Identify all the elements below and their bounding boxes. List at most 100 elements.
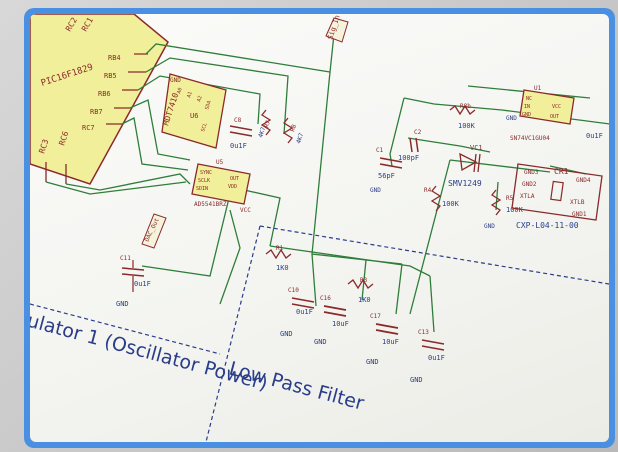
svg-text:4K7: 4K7: [295, 132, 305, 145]
svg-text:GND: GND: [170, 77, 181, 84]
cap-u1-bypass-value: 0u1F: [586, 132, 603, 140]
pic-pin-rb5: RB5: [104, 72, 117, 80]
svg-text:C1: C1: [376, 147, 384, 154]
svg-text:R5: R5: [506, 195, 514, 202]
cap-c16: C16 10uF GND: [314, 295, 349, 346]
svg-text:C11: C11: [120, 255, 131, 262]
svg-text:10uF: 10uF: [332, 320, 349, 328]
schematic-drawing: PIC16F1829 RC1 RC2 RB4 RB5 RB6 RB7 RC7 R…: [30, 14, 609, 442]
resistor-r1: R1 1K0: [265, 245, 292, 272]
svg-text:VC1: VC1: [470, 144, 483, 152]
net-label-dac-out: DAC_Out: [141, 213, 167, 249]
svg-text:R3: R3: [360, 277, 368, 284]
pic-pin-rb6: RB6: [98, 90, 111, 98]
u5-part: AD5541BRZ: [194, 201, 227, 208]
cap-c11: C11 0u1F GND: [116, 255, 151, 308]
svg-text:10uF: 10uF: [382, 338, 399, 346]
crystal-cr1: CR1 GND3 GND2 XTLA XTLB GND1 GND4 CXP-L0…: [511, 163, 603, 230]
svg-text:0u1F: 0u1F: [428, 354, 445, 362]
ic-u5: U5 SYNC SCLK SDIN OUT VDD VCC AD5541BRZ: [191, 159, 251, 214]
svg-text:0u1F: 0u1F: [230, 142, 247, 150]
svg-text:SYNC: SYNC: [200, 170, 212, 176]
svg-text:XTLA: XTLA: [520, 193, 535, 200]
svg-text:GND: GND: [484, 223, 495, 230]
net-label-sig-in: Sig_In: [325, 14, 349, 43]
svg-text:SDIN: SDIN: [196, 186, 208, 192]
wire-network: [45, 33, 609, 333]
pic-pin-rc6: RC6: [57, 130, 70, 147]
pic-pin-rc3: RC3: [37, 138, 50, 155]
varactor-vc1: VC1 SMV1249: [448, 144, 483, 188]
resistor-r5: R5 100K GND: [484, 189, 524, 230]
low-pass-filter-frame: [205, 225, 609, 442]
svg-text:NC: NC: [526, 96, 532, 102]
svg-text:GND: GND: [370, 187, 381, 194]
svg-text:100K: 100K: [458, 122, 476, 130]
cap-c13: C13 0u1F GND: [410, 329, 445, 384]
svg-text:GND2: GND2: [522, 181, 537, 188]
cap-c10: C10 0u1F GND: [280, 287, 315, 338]
svg-text:SDA: SDA: [204, 100, 212, 110]
pic-microcontroller: PIC16F1829 RC1 RC2 RB4 RB5 RB6 RB7 RC7 R…: [30, 14, 169, 185]
svg-text:0u1F: 0u1F: [134, 280, 151, 288]
svg-text:R8: R8: [289, 123, 298, 132]
cap-c17: C17 10uF GND: [366, 313, 399, 366]
svg-text:GND: GND: [280, 330, 293, 338]
svg-text:GND: GND: [506, 115, 517, 122]
svg-text:SCLK: SCLK: [198, 178, 210, 184]
svg-text:C16: C16: [320, 295, 331, 302]
svg-text:SCL: SCL: [200, 122, 208, 132]
pic-pin-rc7: RC7: [82, 124, 95, 132]
svg-text:R4: R4: [424, 187, 432, 194]
svg-text:56pF: 56pF: [378, 172, 395, 180]
svg-text:0u1F: 0u1F: [296, 308, 313, 316]
svg-text:C10: C10: [288, 287, 299, 294]
svg-text:A2: A2: [196, 95, 204, 103]
u6-ref: U6: [190, 112, 198, 120]
svg-text:4K7: 4K7: [257, 126, 267, 139]
u1-part: SN74VC1GU04: [510, 135, 550, 142]
svg-text:1K0: 1K0: [358, 296, 371, 304]
svg-text:C2: C2: [414, 129, 422, 136]
crystal-ref: CR1: [554, 167, 569, 176]
resistor-r8: R8 4K7: [282, 117, 305, 145]
ic-u1: U1 NC IN GND VCC OUT SN74VC1GU04 GND: [506, 85, 575, 142]
cap-c2: C2 100pF: [398, 129, 422, 162]
u5-ref: U5: [216, 159, 224, 166]
svg-text:1K0: 1K0: [276, 264, 289, 272]
svg-text:100K: 100K: [442, 200, 460, 208]
photo-frame: PIC16F1829 RC1 RC2 RB4 RB5 RB6 RB7 RC7 R…: [24, 8, 615, 448]
svg-text:OUT: OUT: [550, 114, 559, 120]
svg-text:OUT: OUT: [230, 176, 239, 182]
u1-ref: U1: [534, 85, 542, 92]
svg-text:GND: GND: [116, 300, 129, 308]
svg-text:GND1: GND1: [572, 211, 587, 218]
svg-text:C8: C8: [234, 117, 242, 124]
svg-text:XTLB: XTLB: [570, 199, 585, 206]
svg-text:100pF: 100pF: [398, 154, 419, 162]
svg-text:GND: GND: [522, 112, 531, 118]
svg-text:GND4: GND4: [576, 177, 591, 184]
schematic-paper: PIC16F1829 RC1 RC2 RB4 RB5 RB6 RB7 RC7 R…: [30, 14, 609, 442]
svg-text:VCC: VCC: [240, 207, 251, 214]
svg-text:R1: R1: [276, 245, 284, 252]
svg-text:C13: C13: [418, 329, 429, 336]
pic-pin-rb4: RB4: [108, 54, 121, 62]
svg-text:GND3: GND3: [524, 169, 539, 176]
resistor-r7: R7 4K7: [257, 109, 272, 139]
cap-c1: C1 56pF GND: [370, 147, 403, 194]
svg-text:GND: GND: [314, 338, 327, 346]
svg-text:IN: IN: [524, 104, 530, 110]
svg-text:C17: C17: [370, 313, 381, 320]
cap-c8: C8 0u1F: [229, 117, 253, 150]
pic-pin-rb7: RB7: [90, 108, 103, 116]
oscillator-frame: [30, 303, 221, 355]
svg-text:GND: GND: [410, 376, 423, 384]
svg-text:100K: 100K: [506, 206, 524, 214]
resistor-r4: R4 100K: [424, 185, 460, 212]
svg-text:VCC: VCC: [552, 104, 561, 110]
svg-text:A0: A0: [176, 87, 184, 95]
crystal-part: CXP-L04-11-00: [516, 221, 579, 230]
svg-text:R7: R7: [263, 119, 272, 128]
